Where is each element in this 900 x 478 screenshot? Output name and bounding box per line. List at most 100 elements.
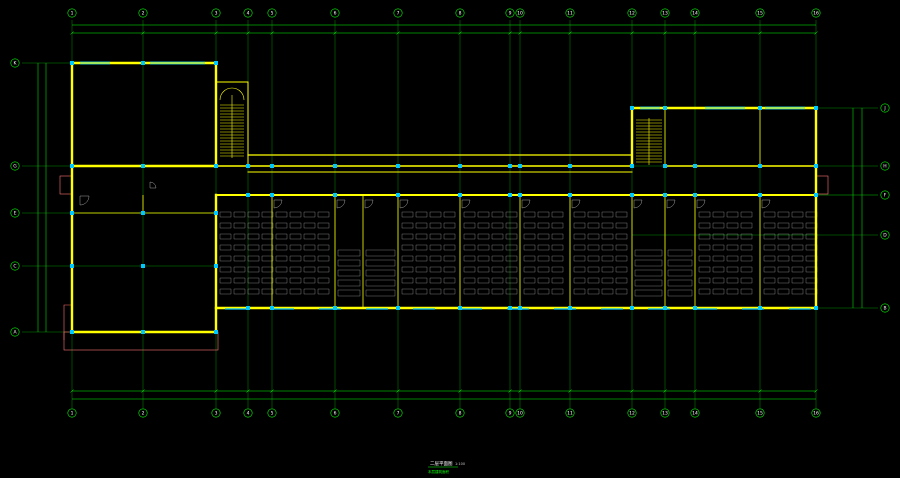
- column: [70, 61, 74, 65]
- desk: [712, 233, 725, 240]
- grid-bubble-circle: [138, 408, 148, 418]
- desk: [491, 233, 504, 240]
- desk: [698, 277, 711, 284]
- cabinet: [634, 279, 663, 287]
- column: [458, 193, 462, 197]
- desk: [429, 288, 442, 295]
- dimension-tick: [141, 31, 145, 35]
- desk: [443, 211, 456, 218]
- desk: [289, 277, 302, 284]
- dimension-tick: [568, 389, 572, 393]
- desk: [740, 222, 753, 229]
- desk: [275, 244, 288, 251]
- desk: [477, 233, 490, 240]
- desk: [415, 255, 428, 262]
- desk: [233, 233, 246, 240]
- desk: [401, 288, 414, 295]
- grid-bubble-circle: [267, 8, 277, 18]
- desk: [615, 244, 628, 251]
- desk: [275, 211, 288, 218]
- desk: [712, 222, 725, 229]
- desk: [289, 266, 302, 273]
- door-swing: [761, 199, 771, 209]
- grid-bubble-circle: [393, 408, 403, 418]
- desk: [289, 255, 302, 262]
- desk: [463, 255, 476, 262]
- grid-bubble-label: 14: [692, 11, 698, 17]
- desk: [491, 244, 504, 251]
- desk: [233, 255, 246, 262]
- desk: [289, 244, 302, 251]
- column: [568, 193, 572, 197]
- grid-bubble-circle: [455, 408, 465, 418]
- cabinet: [365, 269, 396, 277]
- column: [333, 193, 337, 197]
- desk: [463, 288, 476, 295]
- desk: [551, 288, 564, 295]
- desk: [740, 233, 753, 240]
- column: [246, 164, 250, 168]
- desk: [791, 277, 804, 284]
- desk: [505, 288, 518, 295]
- column: [333, 306, 337, 310]
- column: [333, 164, 337, 168]
- door-swing: [521, 199, 531, 209]
- desk: [537, 277, 550, 284]
- desk: [247, 222, 260, 229]
- desk: [233, 222, 246, 229]
- desk: [698, 211, 711, 218]
- grid-bubble: A: [10, 327, 20, 337]
- grid-bubble-label: 15: [757, 411, 763, 417]
- grid-bubble-circle: [660, 8, 670, 18]
- desk: [601, 288, 614, 295]
- cabinet: [337, 279, 361, 287]
- desk: [777, 255, 790, 262]
- column: [814, 306, 818, 310]
- grid-bubble-label: 2: [142, 411, 145, 417]
- column: [141, 264, 145, 268]
- desk: [740, 288, 753, 295]
- column: [568, 306, 572, 310]
- desk: [401, 244, 414, 251]
- desk: [763, 277, 776, 284]
- cabinet: [667, 289, 693, 297]
- desk: [275, 277, 288, 284]
- grid-bubble-circle: [67, 408, 77, 418]
- desk: [247, 277, 260, 284]
- dimension-tick: [630, 31, 634, 35]
- desk: [537, 211, 550, 218]
- dimension-tick: [508, 389, 512, 393]
- grid-bubble-label: 7: [397, 11, 400, 17]
- dimension-tick: [396, 31, 400, 35]
- grid-bubble-circle: [10, 208, 20, 218]
- grid-bubble-label: H: [883, 164, 886, 170]
- desk: [551, 233, 564, 240]
- desk: [698, 266, 711, 273]
- desk: [415, 222, 428, 229]
- desk: [740, 255, 753, 262]
- grid-bubble: 1: [67, 8, 77, 18]
- desk: [726, 255, 739, 262]
- column: [396, 306, 400, 310]
- grid-bubble: 14: [690, 8, 700, 18]
- grid-bubble-label: 11: [567, 411, 573, 417]
- desk: [601, 277, 614, 284]
- column: [214, 264, 218, 268]
- desk: [505, 211, 518, 218]
- grid-bubble: 8: [455, 8, 465, 18]
- desk: [615, 211, 628, 218]
- column: [396, 164, 400, 168]
- grid-bubble-label: A: [13, 330, 17, 336]
- desk: [777, 244, 790, 251]
- grid-bubble-label: 2: [142, 11, 145, 17]
- desk: [463, 266, 476, 273]
- column: [758, 106, 762, 110]
- desk: [233, 211, 246, 218]
- grid-bubble-circle: [565, 408, 575, 418]
- grid-bubble-label: 14: [692, 411, 698, 417]
- dimension-tick: [270, 389, 274, 393]
- desk: [415, 244, 428, 251]
- grid-bubble-label: 8: [459, 11, 462, 17]
- desk: [573, 288, 586, 295]
